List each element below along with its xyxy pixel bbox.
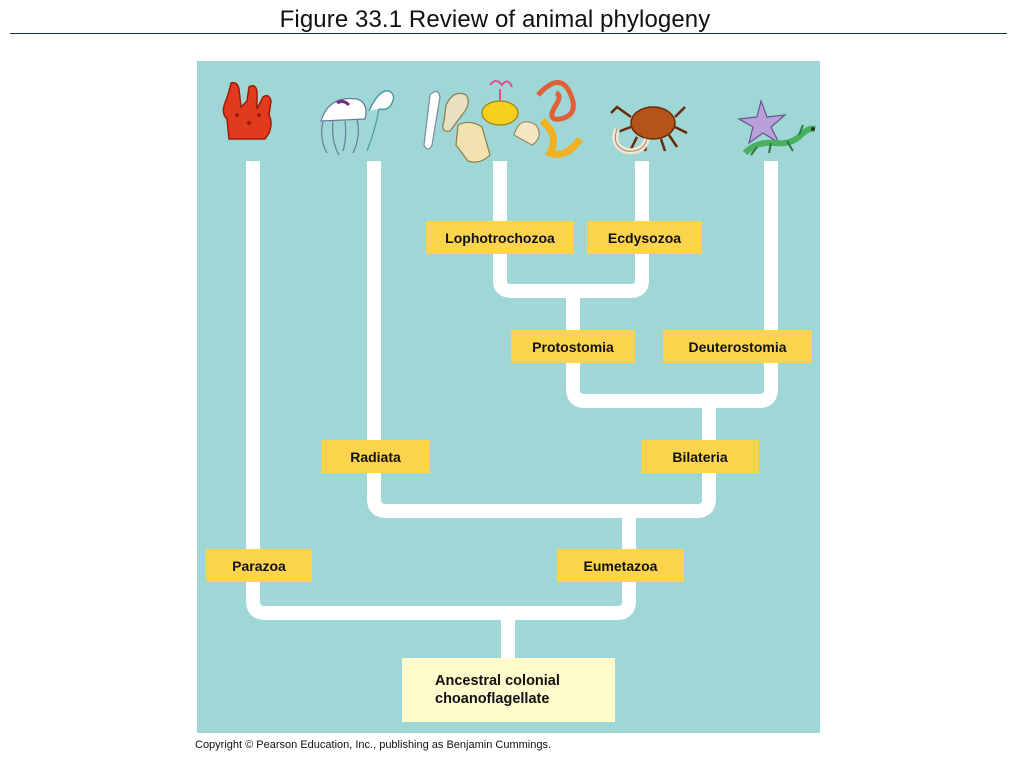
branch-radiata-bilateria [367, 161, 716, 518]
root-line-1: Ancestral colonial [435, 673, 560, 689]
phylogenetic-tree [246, 161, 778, 661]
crab-icon [610, 105, 688, 155]
figure-title: Figure 33.1 Review of animal phylogeny [279, 6, 711, 33]
branch-protostomia-deuterostomia [566, 161, 778, 408]
sea-star-lizard-icon [737, 98, 816, 156]
label-eumetazoa: Eumetazoa [557, 549, 684, 582]
title-divider [10, 33, 1007, 34]
label-ecdysozoa: Ecdysozoa [587, 221, 702, 254]
jellyfish-icon [320, 90, 395, 156]
phylogeny-panel: Lophotrochozoa Ecdysozoa Protostomia Deu… [197, 61, 820, 733]
label-radiata: Radiata [321, 440, 430, 473]
label-parazoa: Parazoa [206, 549, 312, 582]
root-line-2: choanoflagellate [435, 691, 550, 707]
branch-parazoa-eumetazoa [246, 161, 636, 620]
label-deuterostomia: Deuterostomia [663, 330, 812, 363]
label-protostomia: Protostomia [511, 330, 635, 363]
label-bilateria: Bilateria [641, 440, 759, 473]
lophotrochozoan-group-icon [423, 80, 583, 163]
label-lophotrochozoa: Lophotrochozoa [426, 221, 574, 254]
copyright-notice: Copyright © Pearson Education, Inc., pub… [195, 739, 552, 751]
sponge-icon [222, 81, 272, 140]
root-ancestor-box: Ancestral colonial choanoflagellate [402, 658, 615, 722]
